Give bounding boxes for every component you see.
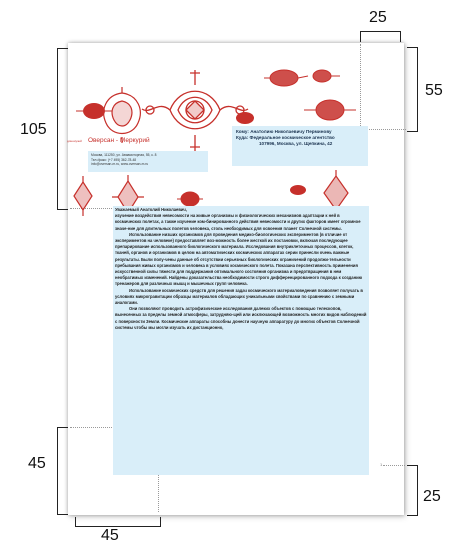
ornament-mid-left (76, 103, 112, 119)
ornament-small-red (236, 112, 254, 124)
dim-left-label: 105 (20, 121, 47, 138)
ornament-main (141, 70, 249, 151)
dim-bottom-label: 45 (101, 527, 119, 544)
recipient-to: Кому: Анатолию Николаевичу Перминову (236, 129, 364, 135)
dim-bottom-right-label: 25 (423, 488, 441, 505)
sender-phone: Тел./факс: (+7 495) 362-78-48 (91, 157, 137, 162)
guide-line-right (360, 129, 406, 130)
ornament-right (304, 99, 356, 121)
recipient-where: Куда: Федеральное космическое агентство (236, 135, 364, 141)
guide-line-left (70, 208, 112, 209)
sender-contact-block: Москва, 111250, ул. Авиамоторная, 55, к.… (88, 151, 208, 172)
recipient-where-value-1: Федеральное космическое агентство (249, 135, 335, 141)
letter-paragraph-3: Использование космических средств для ре… (115, 287, 363, 306)
recipient-address-block: Кому: Анатолию Николаевичу Перминову Куд… (232, 126, 368, 166)
letter-paragraph-4: Они позволяют проводить астрофизические … (115, 306, 367, 330)
recipient-where-line2: 107996, Москва, ул. Щепкина, 42 (259, 141, 333, 147)
dim-top-right-label: 55 (425, 82, 443, 99)
letter-body: Уважаемый Анатолий Николаевич, изучение … (113, 206, 369, 475)
dim-top-bracket (360, 31, 401, 42)
page-number: 1 (380, 462, 383, 467)
ornament-left (103, 87, 141, 143)
ornament-small-right (290, 185, 306, 195)
letter-paragraph-1: изучение воздействия невесомости на живы… (115, 213, 361, 231)
letter-greeting: Уважаемый Анатолий Николаевич, (115, 207, 187, 212)
guide-line-top (360, 44, 361, 128)
dim-bottom-left-bracket (57, 427, 68, 515)
dim-top-label: 25 (369, 9, 387, 26)
dim-bottom-right-bracket (407, 465, 418, 516)
ornament-lantern-left (73, 176, 93, 216)
sender-email: info@oversan-m.ru, www.oversan-m.ru (91, 162, 149, 167)
dim-left-bracket (57, 48, 68, 210)
dim-bottom-left-label: 45 (28, 455, 46, 472)
dim-bottom-bracket (75, 517, 161, 527)
dim-top-right-bracket (407, 47, 418, 132)
logo-prefix: дом-музей (67, 139, 82, 143)
ornament-top-right (264, 69, 340, 87)
recipient-where-label: Куда: (236, 135, 249, 141)
logo-name: Оверсан - Меркурий (88, 137, 150, 144)
sender-address: Москва, 111250, ул. Авиамоторная, 55, к.… (91, 153, 157, 157)
recipient-to-value: Анатолию Николаевичу Перминову (250, 129, 332, 134)
letter-paragraph-2: Использование низших организмов для пров… (115, 231, 363, 287)
ornament-lantern-mid (177, 191, 203, 207)
recipient-to-label: Кому: (236, 129, 249, 134)
guide-line-bottom-right (383, 465, 405, 466)
